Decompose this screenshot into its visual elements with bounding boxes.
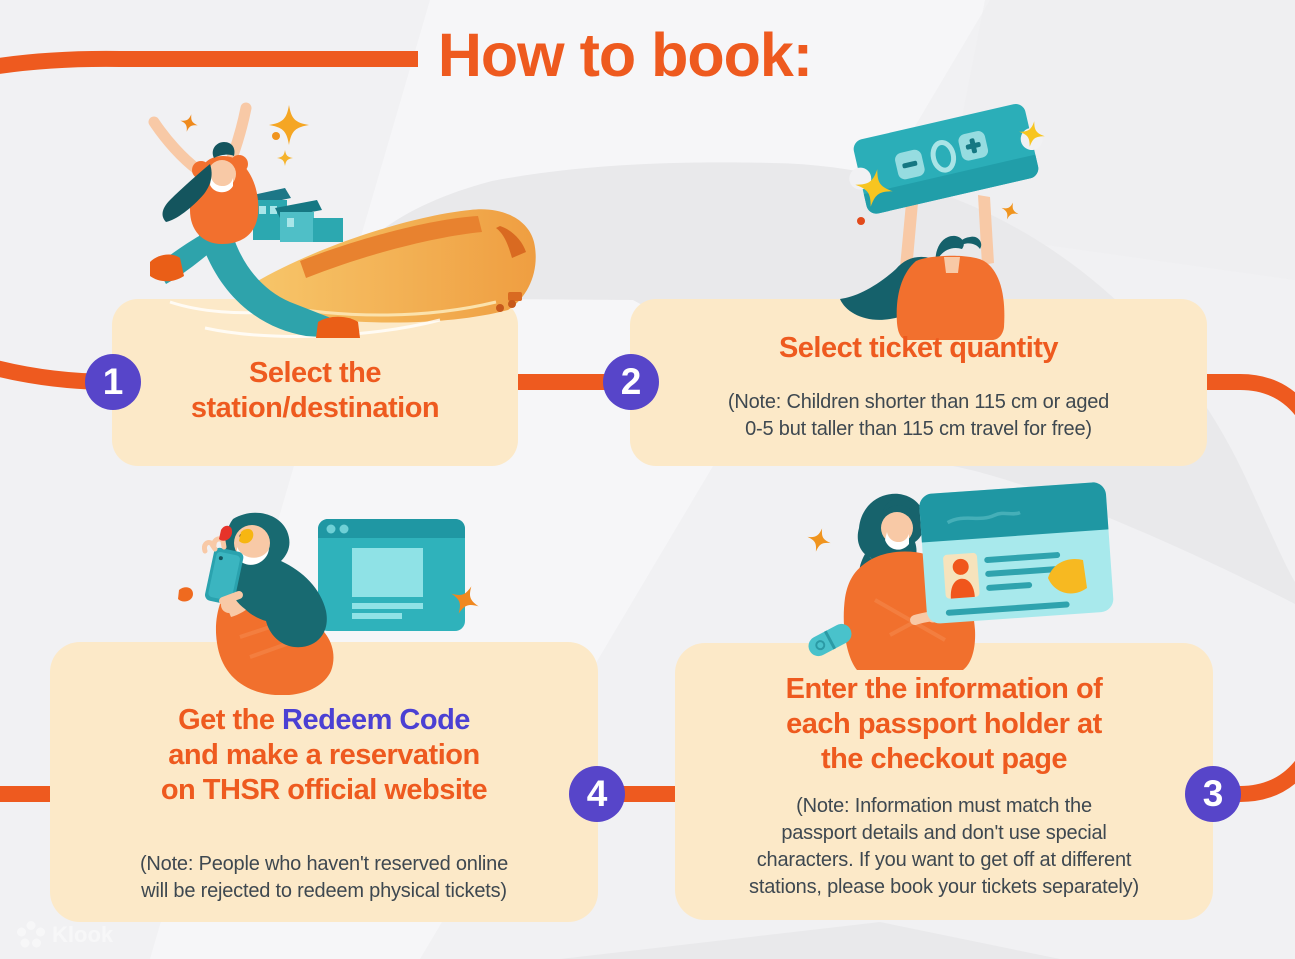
bg-gray-corner bbox=[940, 0, 1295, 280]
step-number-badge-4: 4 bbox=[569, 766, 625, 822]
step-number-badge-2: 2 bbox=[603, 354, 659, 410]
teal-pill-icon bbox=[808, 623, 852, 657]
bg-bottom-wedge bbox=[560, 922, 1060, 959]
yellow-shape bbox=[1048, 558, 1087, 594]
yellow-splash bbox=[239, 528, 254, 544]
step-1-heading: Select the station/destination bbox=[190, 357, 440, 424]
person-holding-ticket bbox=[840, 195, 1005, 340]
step-2-heading: Select ticket quantity bbox=[778, 332, 1059, 364]
illustration-traveler-train bbox=[148, 102, 536, 338]
person-jumping bbox=[148, 102, 360, 338]
step-number-badge-1: 1 bbox=[85, 354, 141, 410]
step-card-3 bbox=[675, 643, 1213, 920]
step-2-note: (Note: Children shorter than 115 cm or a… bbox=[727, 391, 1110, 440]
houses-icon bbox=[248, 188, 343, 242]
passport-icon bbox=[919, 482, 1114, 624]
klook-wordmark: Klook bbox=[52, 922, 114, 947]
illustration-ticket-person bbox=[840, 103, 1048, 340]
step-4-heading: Get the Redeem Code and make a reservati… bbox=[160, 704, 488, 806]
page-title: How to book: bbox=[437, 21, 813, 89]
step-card-4 bbox=[50, 642, 598, 922]
klook-logo-icon bbox=[17, 921, 45, 948]
brand-watermark: Klook bbox=[16, 920, 113, 950]
browser-window-icon bbox=[318, 519, 465, 631]
step-3-heading: Enter the information of each passport h… bbox=[785, 673, 1103, 775]
illustration-passport-person bbox=[804, 482, 1114, 670]
orange-splash bbox=[178, 587, 193, 602]
train-icon bbox=[244, 209, 536, 323]
step-3-note: (Note: Information must match the passpo… bbox=[749, 795, 1139, 898]
ticket-icon bbox=[849, 103, 1043, 214]
illustration-phone-browser bbox=[178, 512, 485, 695]
connector-path bbox=[0, 50, 1295, 802]
person-with-phone bbox=[202, 512, 334, 695]
step-number-badge-3: 3 bbox=[1185, 766, 1241, 822]
step-4-note: (Note: People who haven't reserved onlin… bbox=[139, 853, 509, 902]
red-splash bbox=[219, 525, 233, 541]
